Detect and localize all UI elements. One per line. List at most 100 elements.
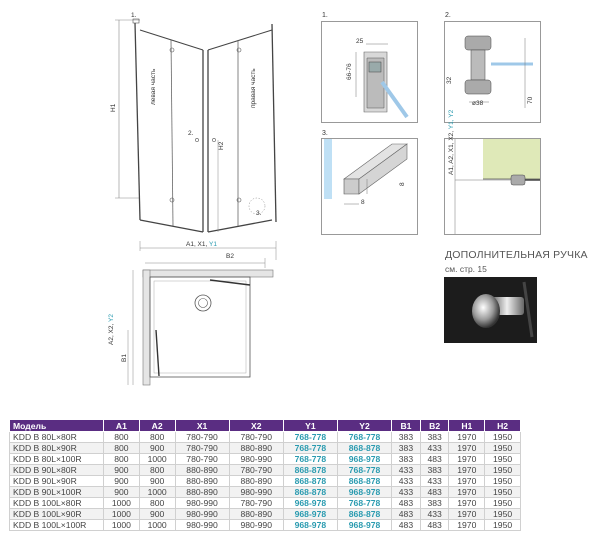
cell-a1: 1000 xyxy=(103,508,140,520)
cell-model: KDD B 90L×100R xyxy=(9,486,104,498)
detail-1-box xyxy=(321,21,418,123)
detail-4-dims-x: X1, X2, xyxy=(448,130,455,153)
col-header-b2: B2 xyxy=(419,419,450,432)
cell-h1: 1970 xyxy=(448,464,486,476)
cell-h2: 1950 xyxy=(484,508,521,520)
h1-label: H1 xyxy=(110,103,117,112)
cell-h2: 1950 xyxy=(484,464,521,476)
cell-x2: 980-990 xyxy=(228,453,284,465)
extra-handle-subtitle: см. стр. 15 xyxy=(445,264,487,274)
col-header-h2: H2 xyxy=(484,419,521,432)
col-header-x2: X2 xyxy=(228,419,284,432)
cell-b1: 383 xyxy=(391,453,421,465)
cell-a1: 900 xyxy=(103,475,140,487)
cell-a2: 1000 xyxy=(138,519,176,531)
cell-y2: 868-878 xyxy=(336,442,393,454)
detail-1-dim-b: 66-76 xyxy=(346,63,353,80)
cell-b2: 433 xyxy=(419,442,450,454)
cell-a2: 900 xyxy=(138,475,176,487)
cell-x1: 980-990 xyxy=(174,519,230,531)
h2-label: H2 xyxy=(218,141,225,150)
cell-y1: 768-778 xyxy=(282,442,338,454)
cell-model: KDD B 100L×100R xyxy=(9,519,104,531)
cell-a2: 1000 xyxy=(138,486,176,498)
detail-2-dim-c: 70 xyxy=(527,96,534,104)
cell-a2: 800 xyxy=(138,464,176,476)
cell-x1: 980-990 xyxy=(174,497,230,509)
cell-y1: 768-778 xyxy=(282,453,338,465)
cell-h2: 1950 xyxy=(484,442,521,454)
cell-a2: 1000 xyxy=(138,453,176,465)
cell-h2: 1950 xyxy=(484,475,521,487)
cell-model: KDD B 80L×80R xyxy=(9,431,104,443)
cell-b1: 433 xyxy=(391,475,421,487)
cell-h2: 1950 xyxy=(484,431,521,443)
cell-b2: 483 xyxy=(419,453,450,465)
cell-b1: 383 xyxy=(391,442,421,454)
cell-a1: 800 xyxy=(103,442,140,454)
col-header-h1: H1 xyxy=(448,419,486,432)
side-dim-label: A2, X2, Y2 xyxy=(108,314,115,345)
cell-a2: 900 xyxy=(138,442,176,454)
cell-y1: 768-778 xyxy=(282,431,338,443)
cell-a2: 800 xyxy=(138,431,176,443)
cell-b1: 483 xyxy=(391,519,421,531)
cell-y2: 968-978 xyxy=(336,486,393,498)
cell-h2: 1950 xyxy=(484,497,521,509)
bottom-dim-y: Y1 xyxy=(209,241,217,248)
cell-a2: 900 xyxy=(138,508,176,520)
cell-model: KDD B 100L×90R xyxy=(9,508,104,520)
callout-2-label: 2. xyxy=(188,130,194,137)
cell-h1: 1970 xyxy=(448,442,486,454)
label-right-panel: правая часть xyxy=(250,68,257,108)
detail-2-box xyxy=(444,21,541,123)
cell-x2: 880-890 xyxy=(228,508,284,520)
col-header-x1: X1 xyxy=(174,419,230,432)
specs-table: Модель A1 A2 X1 X2 Y1 Y2 B1 B2 H1 H2 KDD… xyxy=(9,419,521,531)
col-header-a2: A2 xyxy=(138,419,176,432)
cell-x1: 780-790 xyxy=(174,453,230,465)
cell-y1: 968-978 xyxy=(282,508,338,520)
cell-model: KDD B 80L×100R xyxy=(9,453,104,465)
side-dim-prefix: A2, X2, xyxy=(108,323,115,345)
cell-model: KDD B 100L×80R xyxy=(9,497,104,509)
cell-x1: 780-790 xyxy=(174,442,230,454)
cell-y2: 868-878 xyxy=(336,508,393,520)
b2-label: B2 xyxy=(226,253,234,260)
bottom-dim-prefix: A1, X1, xyxy=(186,241,208,248)
cell-b1: 383 xyxy=(391,431,421,443)
table-header-row: Модель A1 A2 X1 X2 Y1 Y2 B1 B2 H1 H2 xyxy=(9,419,521,432)
col-header-y1: Y1 xyxy=(282,419,338,432)
detail-4-dims-prefix: A1, A2, xyxy=(448,154,455,175)
cell-y1: 868-878 xyxy=(282,475,338,487)
cell-h1: 1970 xyxy=(448,519,486,531)
handle-image xyxy=(444,277,537,343)
cell-y1: 868-878 xyxy=(282,464,338,476)
plan-view-drawing xyxy=(127,258,274,386)
cell-b2: 483 xyxy=(419,486,450,498)
cell-h1: 1970 xyxy=(448,508,486,520)
detail-1-drawing xyxy=(355,43,409,119)
detail-3-dim-b: 8 xyxy=(399,182,406,186)
front-view-drawing xyxy=(115,18,277,260)
detail-3-dim-a: 8 xyxy=(361,199,365,206)
cell-model: KDD B 90L×90R xyxy=(9,475,104,487)
cell-x2: 780-790 xyxy=(228,497,284,509)
cell-b2: 383 xyxy=(419,464,450,476)
cell-y1: 868-878 xyxy=(282,486,338,498)
bottom-dim-label: A1, X1, Y1 xyxy=(186,241,217,248)
cell-y2: 768-778 xyxy=(336,464,393,476)
cell-x1: 880-890 xyxy=(174,475,230,487)
cell-a1: 1000 xyxy=(103,519,140,531)
col-header-y2: Y2 xyxy=(336,419,393,432)
cell-a1: 900 xyxy=(103,486,140,498)
cell-a1: 800 xyxy=(103,431,140,443)
callout-3-label: 3. xyxy=(256,210,262,217)
cell-a1: 900 xyxy=(103,464,140,476)
